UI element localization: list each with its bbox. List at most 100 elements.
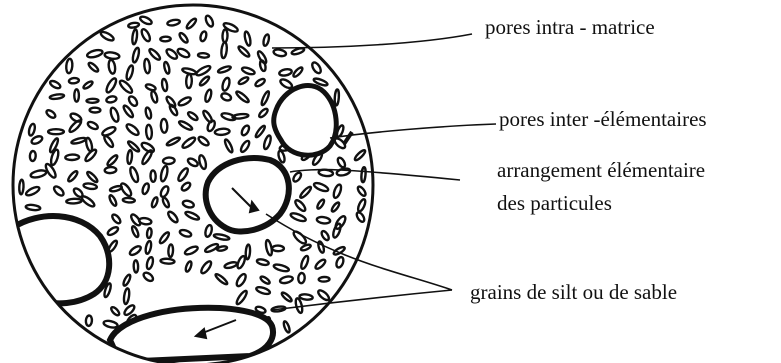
clay-particle xyxy=(127,95,138,107)
clay-particle xyxy=(256,286,271,296)
clay-particle xyxy=(69,78,80,84)
clay-particle xyxy=(109,107,120,123)
clay-particle xyxy=(84,148,98,162)
clay-particle xyxy=(80,195,95,208)
clay-particle xyxy=(123,198,135,203)
clay-particle xyxy=(259,275,270,285)
clay-particle xyxy=(158,231,170,244)
clay-particle xyxy=(320,230,330,241)
clay-particle xyxy=(128,22,139,28)
clay-particle xyxy=(150,170,156,182)
clay-particle xyxy=(19,180,24,195)
clay-particle xyxy=(151,197,159,208)
clay-particle xyxy=(87,61,99,72)
clay-particle xyxy=(176,47,190,59)
clay-particle xyxy=(260,90,270,105)
clay-particle xyxy=(221,42,228,58)
clay-particle xyxy=(168,104,178,117)
clay-particle xyxy=(185,261,193,273)
clay-particle xyxy=(221,77,231,91)
clay-particle xyxy=(145,83,156,91)
clay-particle xyxy=(356,185,366,197)
clay-particle xyxy=(160,37,171,42)
clay-particle xyxy=(197,135,210,147)
clay-particle xyxy=(294,199,307,213)
clay-particle xyxy=(132,29,138,44)
clay-particle xyxy=(71,137,87,145)
clay-particle xyxy=(178,120,193,131)
clay-particle xyxy=(147,228,153,238)
clay-particle xyxy=(49,94,64,100)
clay-particle xyxy=(220,92,232,102)
clay-particle xyxy=(168,244,173,257)
clay-particle xyxy=(235,290,248,306)
clay-particle xyxy=(125,123,140,137)
clay-particle xyxy=(279,68,293,76)
clay-particle xyxy=(332,223,342,239)
clay-particle xyxy=(237,45,250,58)
clay-particle xyxy=(299,186,312,200)
clay-particle xyxy=(256,258,269,266)
clay-particle xyxy=(122,104,134,118)
clay-particle xyxy=(235,273,247,288)
clay-particle xyxy=(263,135,272,150)
clay-particle xyxy=(215,128,230,135)
clay-particle xyxy=(53,185,66,197)
clay-particle xyxy=(292,171,303,183)
clay-particle xyxy=(129,166,140,183)
clay-particle xyxy=(166,136,181,146)
clay-particle xyxy=(142,271,154,283)
clay-particle xyxy=(204,89,212,102)
clay-particle xyxy=(85,315,92,326)
clay-particle xyxy=(238,76,250,85)
clay-particle xyxy=(198,155,207,170)
clay-particle xyxy=(300,244,311,252)
label-pores-inter-elementaires: pores inter -élémentaires xyxy=(499,106,707,132)
clay-particle xyxy=(179,229,192,238)
clay-particle xyxy=(167,210,180,223)
clay-particle xyxy=(336,157,346,169)
clay-particle xyxy=(103,135,115,148)
clay-particle xyxy=(185,17,197,29)
clay-particle xyxy=(254,78,266,88)
clay-particle xyxy=(290,212,307,223)
clay-particle xyxy=(199,75,211,86)
clay-particle xyxy=(224,261,238,269)
clay-particle xyxy=(331,201,341,212)
clay-particle xyxy=(146,257,154,270)
clay-particle xyxy=(217,65,231,74)
clay-particle xyxy=(161,79,168,92)
clay-particle xyxy=(332,184,342,199)
clay-particle xyxy=(182,200,194,209)
clay-particle xyxy=(214,273,228,286)
clay-particle xyxy=(148,48,161,61)
clay-particle xyxy=(133,260,138,272)
clay-particle xyxy=(354,149,367,162)
clay-particle xyxy=(235,90,250,104)
clay-particle xyxy=(90,108,101,113)
clay-particle xyxy=(106,154,118,167)
clay-particle xyxy=(160,258,174,264)
clay-particle xyxy=(25,204,40,211)
clay-particle xyxy=(258,107,269,118)
clay-particle xyxy=(48,129,64,134)
clay-particle xyxy=(159,185,170,198)
clay-particle xyxy=(236,255,246,269)
clay-particle xyxy=(131,225,140,237)
leader-inter-tick xyxy=(344,132,352,144)
label-arrangement-line1: arrangement élémentaire xyxy=(497,157,705,183)
clay-particle xyxy=(241,66,255,75)
clay-particle xyxy=(104,52,120,60)
clay-particle xyxy=(177,167,190,182)
clay-particle xyxy=(181,136,196,149)
clay-particle xyxy=(103,320,118,329)
clay-particle xyxy=(125,65,134,81)
clay-particle xyxy=(106,95,117,103)
clay-particle xyxy=(167,19,180,27)
clay-particle xyxy=(311,61,323,75)
clay-particle xyxy=(272,245,284,251)
clay-particle xyxy=(316,216,330,224)
clay-particle xyxy=(66,59,73,74)
clay-particle xyxy=(357,198,367,212)
clay-particle xyxy=(361,167,366,182)
